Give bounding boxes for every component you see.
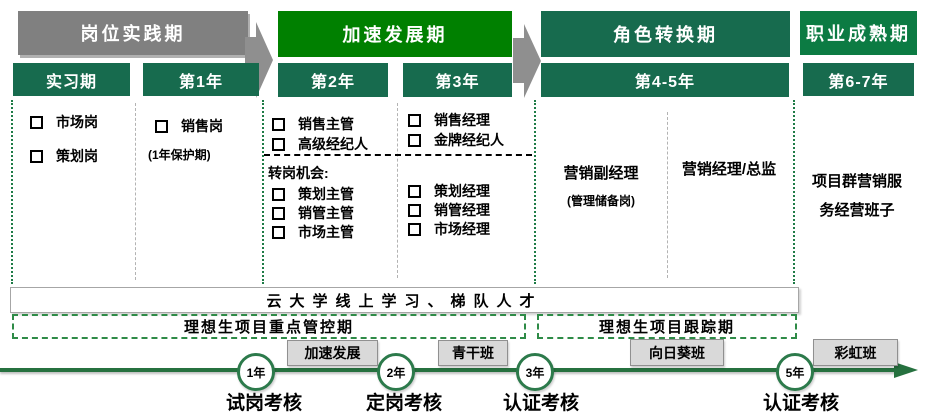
year-box-intern: 实习期 [13,63,130,96]
milestone-badge-year3: 3年 [516,353,554,391]
training-box-rainbow-class: 彩虹班 [813,339,898,366]
milestone-label-placement: 定岗考核 [365,393,443,414]
role-label: 策划主管 [298,186,354,202]
transfer-divider [264,154,532,156]
role-item: 策划经理 [408,181,490,201]
milestone-badge-year5: 5年 [776,353,814,391]
role-project-group-line1: 项目群营销服 [811,173,903,190]
role-deputy-manager: 营销副经理 [563,165,639,182]
checkbox-icon [408,203,421,217]
checkbox-icon [30,149,43,163]
milestone-label-trial: 试岗考核 [225,393,303,414]
checkbox-icon [30,115,43,129]
reserve-note: (管理储备岗) [567,194,635,208]
role-item: 金牌经纪人 [408,130,504,150]
checkbox-icon [272,187,285,201]
role-label: 销管经理 [434,202,490,218]
training-box-sunflower-class: 向日葵班 [630,339,724,366]
transfer-heading: 转岗机会: [268,165,329,181]
milestone-label-certification1: 认证考核 [502,393,580,414]
training-box-acceleration: 加速发展 [287,340,378,366]
section-border [534,100,536,284]
role-item: 销管主管 [272,203,354,223]
checkbox-icon [272,137,285,151]
role-project-group-line2: 务经营班子 [819,202,895,219]
year-box-4-5: 第4-5年 [541,63,789,97]
role-label: 销管主管 [298,205,354,221]
role-item: 销售经理 [408,110,490,130]
role-label: 销售经理 [434,112,490,128]
role-item: 销售主管 [272,114,354,134]
timeline-arrow-icon [894,362,918,378]
band-tracking-period: 理想生项目跟踪期 [537,314,797,339]
role-label: 策划岗 [56,148,98,164]
checkbox-icon [408,184,421,198]
right-arrow-icon [513,24,541,98]
checkbox-icon [272,117,285,131]
checkbox-icon [408,113,421,127]
role-item: 市场主管 [272,222,354,242]
checkbox-icon [408,222,421,236]
role-label: 高级经纪人 [298,136,368,152]
milestone-badge-year1: 1年 [237,353,275,391]
column-divider [135,103,136,280]
section-border [793,100,795,284]
protection-note: (1年保护期) [148,148,211,162]
year-box-3: 第3年 [403,63,512,97]
column-divider [667,112,668,278]
checkbox-icon [408,133,421,147]
year-box-2: 第2年 [278,63,388,97]
band-key-control-period: 理想生项目重点管控期 [12,314,526,339]
checkbox-icon [155,119,168,133]
role-item: 策划岗 [30,146,98,166]
column-divider [397,103,398,278]
milestone-label-certification2: 认证考核 [762,393,840,414]
stage-header-mature: 职业成熟期 [800,11,917,55]
year-box-6-7: 第6-7年 [803,63,914,96]
section-border [11,100,13,284]
role-item: 市场岗 [30,112,98,132]
checkbox-icon [272,225,285,239]
stage-header-acceleration: 加速发展期 [278,11,512,57]
role-label: 销售主管 [298,116,354,132]
role-item: 市场经理 [408,219,490,239]
role-item: 高级经纪人 [272,134,368,154]
checkbox-icon [272,206,285,220]
band-cloud-university: 云大学线上学习、梯队人才 [10,287,799,313]
role-item: 销售岗 [155,116,223,136]
section-border [262,100,264,284]
role-label: 金牌经纪人 [434,132,504,148]
stage-header-practice: 岗位实践期 [18,11,248,55]
role-manager-director: 营销经理/总监 [681,161,777,178]
year-box-1: 第1年 [143,63,259,96]
role-label: 销售岗 [181,118,223,134]
training-box-youth-class: 青干班 [438,340,508,366]
role-item: 策划主管 [272,184,354,204]
role-label: 市场岗 [56,114,98,130]
role-label: 市场主管 [298,224,354,240]
role-label: 策划经理 [434,183,490,199]
stage-header-transition: 角色转换期 [541,11,790,57]
milestone-badge-year2: 2年 [377,353,415,391]
role-item: 销管经理 [408,200,490,220]
timeline-axis [0,368,898,372]
role-label: 市场经理 [434,221,490,237]
